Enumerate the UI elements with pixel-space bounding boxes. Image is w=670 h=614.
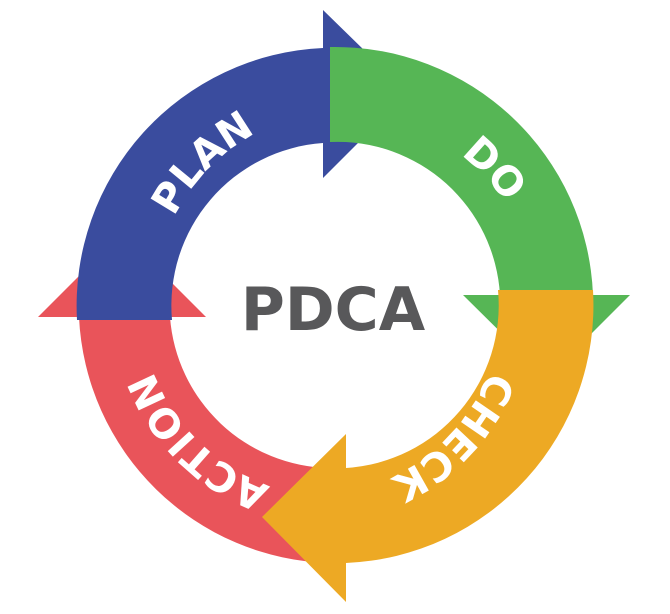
check-arrow-shape [262,290,594,602]
check-arrow [262,290,594,602]
center-title: PDCA [241,275,426,345]
plan-arrow-shape [76,10,409,320]
plan-arrow [76,10,409,320]
